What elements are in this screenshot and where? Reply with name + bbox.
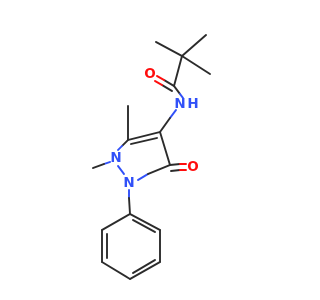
bond-tbu-methyl-top-right	[181, 34, 207, 57]
bond-c3-n2	[121, 139, 129, 147]
bond-amide-co-2-o	[154, 80, 163, 86]
bond-amide-cn	[173, 85, 181, 95]
bond-amide-cn-n	[179, 93, 184, 99]
bond-c4-c3-double-b	[130, 137, 158, 145]
bond-c4-c5	[159, 131, 171, 166]
bond-ph-inner-b	[132, 259, 156, 274]
bond-n1-c5-n	[137, 173, 149, 181]
bond-ring-co-2	[170, 169, 181, 172]
bond-amide-co-1-o	[156, 75, 165, 81]
bond-amide-co-2	[161, 84, 173, 92]
bond-n2-methyl-n	[103, 161, 111, 165]
bond-tbu-carbonyl	[173, 55, 183, 87]
amide-oxygen-label: O	[144, 66, 155, 82]
bond-ph-3	[129, 261, 161, 280]
bond-n2-n1-n	[117, 165, 125, 175]
bond-c3-n2-n	[117, 145, 123, 151]
amide-hydrogen-label: H	[187, 96, 198, 112]
ring-carbonyl-oxygen-label: O	[187, 159, 198, 175]
bond-nh-c4-n	[169, 109, 177, 119]
bond-tbu-methyl-top-left	[155, 41, 183, 57]
bond-amide-co-1	[163, 79, 175, 87]
bond-tbu-methyl-right	[181, 55, 211, 75]
bond-ph-4	[101, 261, 131, 280]
bond-ph-inner-a	[132, 219, 156, 233]
bond-ph-1	[129, 213, 161, 231]
molecule-structure: O N H N N O	[92, 34, 211, 280]
bond-n1-phenyl	[128, 197, 131, 215]
amide-nitrogen-label: N	[174, 96, 185, 112]
ring-nitrogen-methyl-label: N	[110, 150, 121, 166]
bond-c4-c3-double-a	[127, 131, 161, 141]
bond-n1-c5	[147, 164, 171, 175]
bond-ph-6	[101, 213, 131, 231]
bond-n2-methyl	[92, 163, 105, 169]
bond-nh-c4	[159, 117, 171, 133]
bond-ring-co-1	[169, 163, 181, 166]
ring-nitrogen-phenyl-label: N	[123, 175, 134, 191]
